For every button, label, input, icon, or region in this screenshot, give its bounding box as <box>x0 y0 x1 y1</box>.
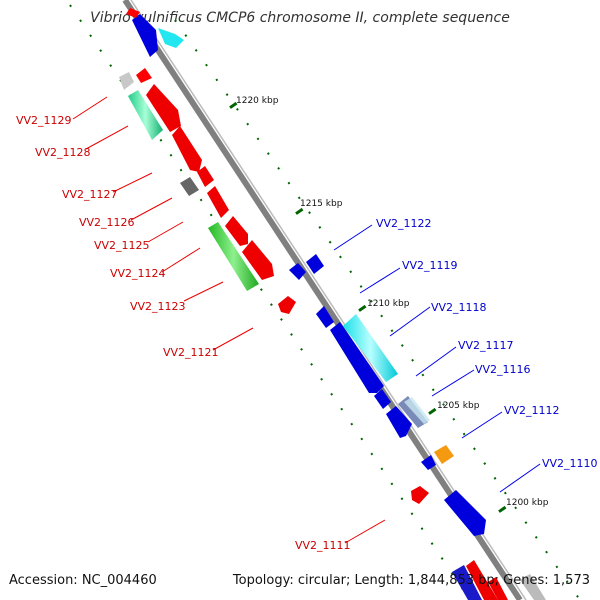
gene-label: VV2_1123 <box>130 300 186 313</box>
gene-feature <box>126 8 140 18</box>
gene-feature <box>242 240 274 280</box>
gene-feature <box>330 322 384 393</box>
gene-feature <box>306 254 324 274</box>
leader-line <box>333 224 373 251</box>
gene-feature <box>128 90 163 140</box>
leader-line <box>112 172 153 193</box>
leader-line <box>72 96 108 120</box>
tick-label: 1210 kbp <box>367 299 410 309</box>
gene-feature <box>520 574 546 600</box>
gene-feature <box>289 263 306 280</box>
gene-feature <box>207 186 229 218</box>
gene-feature <box>343 314 398 382</box>
leader-line <box>130 197 173 221</box>
gene-label: VV2_1127 <box>62 188 118 201</box>
leader-line <box>147 221 184 243</box>
gene-label: VV2_1129 <box>16 114 72 127</box>
gene-feature <box>404 397 430 424</box>
gene-feature <box>208 222 259 291</box>
gene-label: VV2_1122 <box>376 217 432 230</box>
gene-label: VV2_1117 <box>458 339 514 352</box>
accession-text: Accession: NC_004460 <box>9 573 157 588</box>
map-title: Vibrio vulnificus CMCP6 chromosome II, c… <box>90 10 510 26</box>
gene-feature <box>136 68 152 83</box>
gene-feature <box>119 72 134 90</box>
gene-feature <box>158 28 184 48</box>
gene-label: VV2_1125 <box>94 239 150 252</box>
gene-labels-right: VV2_1122 VV2_1119 VV2_1118 VV2_1117 VV2_… <box>376 217 598 470</box>
leader-line <box>389 306 431 337</box>
gene-feature <box>386 406 412 438</box>
gene-feature <box>488 577 508 600</box>
gene-label: VV2_1116 <box>475 363 531 376</box>
tick-label: 1200 kbp <box>506 498 549 508</box>
leader-line <box>344 519 386 544</box>
leader-line <box>183 281 224 302</box>
gene-label: VV2_1112 <box>504 404 560 417</box>
gene-feature <box>466 560 498 600</box>
gene-label: VV2_1126 <box>79 216 135 229</box>
gene-labels-left: VV2_1129 VV2_1128 VV2_1127 VV2_1126 VV2_… <box>16 114 351 552</box>
gene-label: VV2_1110 <box>542 457 598 470</box>
gene-feature <box>374 389 391 409</box>
gene-feature <box>225 216 248 246</box>
topology-text: Topology: circular; Length: 1,844,853 bp… <box>232 573 590 588</box>
scale-tick-marks <box>229 101 507 513</box>
gene-feature <box>452 565 482 600</box>
gene-label: VV2_1121 <box>163 346 219 359</box>
leader-line <box>415 346 457 377</box>
scale-guide-right <box>174 19 581 600</box>
gene-feature <box>180 177 199 196</box>
gene-feature <box>411 486 429 504</box>
leader-line <box>85 125 129 150</box>
gene-feature <box>421 455 436 470</box>
gene-feature <box>316 306 334 328</box>
tick-label: 1205 kbp <box>437 401 480 411</box>
gene-label: VV2_1128 <box>35 146 91 159</box>
gene-label: VV2_1119 <box>402 259 458 272</box>
gene-label: VV2_1118 <box>431 301 487 314</box>
leader-line <box>431 369 475 397</box>
gene-feature <box>434 445 454 464</box>
leader-line <box>161 247 201 273</box>
gene-feature <box>444 490 486 536</box>
gene-feature <box>146 84 181 132</box>
gene-feature <box>197 166 214 187</box>
gene-feature <box>278 296 296 314</box>
gene-feature <box>132 14 158 57</box>
gene-label: VV2_1124 <box>110 267 166 280</box>
tick-label: 1220 kbp <box>236 96 279 106</box>
gene-feature <box>172 126 202 172</box>
leader-line <box>499 463 541 493</box>
scale-tick-labels: 1220 kbp 1215 kbp 1210 kbp 1205 kbp 1200… <box>236 96 549 508</box>
gene-leaders-left <box>72 96 386 544</box>
leader-line <box>359 267 401 294</box>
tick-label: 1215 kbp <box>300 199 343 209</box>
leader-line <box>461 411 503 439</box>
leader-line <box>212 327 254 351</box>
gene-leaders-right <box>333 224 541 493</box>
gene-label: VV2_1111 <box>295 539 351 552</box>
gene-features <box>119 8 546 600</box>
